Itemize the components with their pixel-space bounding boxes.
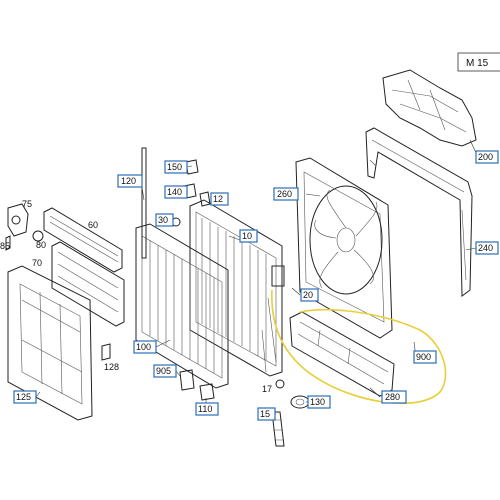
callout-15: 15: [257, 407, 276, 421]
callout-200-text: 200: [478, 152, 493, 162]
callout-20: 20: [300, 288, 319, 302]
callout-150: 150: [164, 160, 188, 174]
callout-140: 140: [164, 185, 188, 199]
part-air-duct-200: [382, 69, 477, 147]
label-75: 75: [22, 199, 32, 209]
callout-12: 12: [210, 192, 229, 206]
part-front-frame-125: [7, 265, 93, 421]
part-bracket-128: [101, 343, 111, 361]
part-hose-900: [271, 289, 447, 405]
part-fan-260: [295, 157, 393, 339]
callout-100-text: 100: [136, 342, 151, 352]
callout-240-text: 240: [478, 243, 493, 253]
callout-10-text: 10: [242, 231, 252, 241]
label-128: 128: [104, 362, 119, 372]
label-80: 80: [36, 240, 46, 250]
callout-15-text: 15: [260, 409, 270, 419]
callout-120-text: 120: [121, 176, 136, 186]
callout-280: 280: [381, 390, 407, 404]
callout-10: 10: [239, 229, 258, 243]
label-60: 60: [88, 220, 98, 230]
callout-260: 260: [273, 187, 299, 201]
part-bolt-17: [275, 379, 285, 389]
callout-900-text: 900: [416, 352, 431, 362]
callout-30: 30: [155, 213, 174, 227]
header-code-text: M 15: [466, 58, 489, 69]
callout-30-text: 30: [158, 215, 168, 225]
part-cooler-70: [51, 241, 125, 327]
part-clip-12: [199, 191, 211, 207]
callout-150-text: 150: [167, 162, 182, 172]
part-side-frame-240: [365, 127, 473, 297]
label-70: 70: [32, 258, 42, 268]
part-cooler-60: [43, 207, 123, 273]
callout-900: 900: [413, 350, 437, 364]
leader-lines: [35, 139, 479, 415]
header-code-box: M 15: [457, 52, 500, 72]
callout-905: 905: [153, 364, 177, 378]
callout-240: 240: [475, 241, 499, 255]
callout-110-text: 110: [198, 404, 212, 414]
label-85: 85: [0, 241, 10, 251]
callout-140-text: 140: [167, 187, 182, 197]
part-rod-120: [141, 147, 147, 259]
callout-20-text: 20: [303, 290, 313, 300]
callout-110: 110: [195, 402, 219, 416]
label-17: 17: [262, 384, 272, 394]
callout-905-text: 905: [156, 366, 171, 376]
part-mount-905: [179, 369, 195, 391]
callout-100: 100: [133, 340, 157, 354]
part-bracket-75: [7, 203, 29, 237]
callout-12-text: 12: [213, 194, 223, 204]
part-mount-110: [199, 383, 215, 401]
plain-labels: 75 80 85 60 70 128 17: [0, 199, 272, 394]
callout-125: 125: [13, 390, 37, 404]
part-air-guide-280: [289, 311, 395, 397]
callout-120: 120: [117, 174, 143, 188]
callout-130: 130: [307, 395, 331, 409]
callout-260-text: 260: [277, 189, 292, 199]
callout-200: 200: [475, 150, 499, 164]
callout-125-text: 125: [16, 392, 31, 402]
callout-130-text: 130: [310, 397, 325, 407]
part-radiator-10: [189, 199, 285, 377]
part-condenser-100: [135, 223, 229, 389]
callout-280-text: 280: [385, 392, 400, 402]
part-ring-80: [32, 230, 44, 242]
part-bolt-85: [5, 235, 11, 251]
